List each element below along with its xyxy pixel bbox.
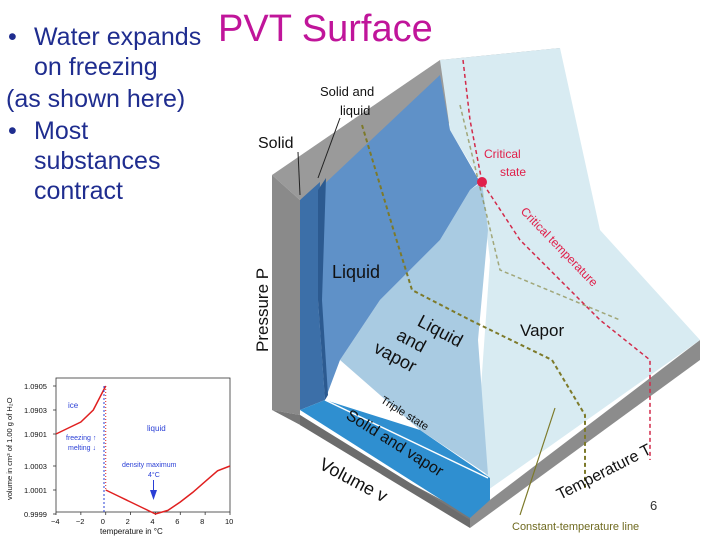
critical-temperature-line — [462, 59, 651, 460]
region-vapor — [440, 48, 700, 490]
inset-x-tick-label: 8 — [200, 517, 204, 526]
inset-x-tick-label: −2 — [76, 517, 85, 526]
bullet-item: (as shown here) — [6, 84, 211, 114]
inset-y-tick-label: 1.0905 — [24, 382, 47, 391]
inset-label-ice: ice — [68, 401, 79, 410]
inset-x-tick-label: 4 — [150, 517, 154, 526]
region-solid-liquid — [318, 178, 328, 400]
constant-temperature-line — [361, 124, 586, 490]
label-solid-liquid: Solid and — [320, 84, 374, 99]
pvt-surface-diagram: Solid and liquid Solid Critical state Cr… — [253, 48, 700, 533]
label-solid: Solid — [258, 135, 294, 152]
inset-label-density-max-temp: 4°C — [148, 471, 160, 479]
region-liquid-vapor — [340, 182, 488, 475]
inset-y-tick-label: 0.9999 — [24, 510, 47, 519]
critical-point — [477, 177, 487, 187]
bullet-dot-icon: • — [8, 117, 17, 145]
slide-title: PVT Surface — [218, 8, 433, 50]
bullet-text: Most substances contract — [34, 117, 161, 205]
label-liquid: Liquid — [332, 262, 380, 282]
inset-x-tick-label: 6 — [175, 517, 179, 526]
inset-x-tick-label: 2 — [126, 517, 130, 526]
inset-y-tick-label: 1.0003 — [24, 462, 47, 471]
bullet-dot-icon: • — [8, 23, 17, 51]
region-solid-vapor — [300, 400, 490, 518]
bullet-text: Water expands on freezing — [34, 23, 202, 81]
inset-y-tick-label: 1.0903 — [24, 406, 47, 415]
inset-axes: −4 −2 0 2 4 6 8 10 0.9999 1.0001 1.0003 1.0901 1.090… — [24, 377, 233, 526]
inset-series-ice — [55, 385, 107, 435]
constant-temperature-line — [459, 104, 621, 321]
solid-liquid-label-pointer — [317, 117, 341, 179]
inset-label-freezing: freezing ↑ — [66, 435, 96, 442]
inset-y-tick-label: 1.0901 — [24, 430, 47, 439]
axis-volume-label: Volume v — [316, 454, 391, 506]
inset-x-tick-label: 10 — [225, 517, 233, 526]
label-critical-state-2: state — [500, 165, 526, 179]
inset-x-axis-label: temperature in °C — [100, 527, 163, 536]
solid-label-pointer — [297, 151, 301, 196]
label-solid-liquid-2: liquid — [340, 103, 370, 118]
inset-plot-frame — [55, 377, 231, 513]
bullet-list: • Water expands on freezing (as shown he… — [6, 22, 211, 208]
axis-pressure-label: Pressure P — [253, 268, 272, 352]
surface-right-base — [470, 340, 700, 528]
inset-series-liquid — [105, 465, 231, 515]
label-vapor: Vapor — [520, 321, 564, 340]
region-liquid — [318, 75, 480, 400]
triple-state-line — [324, 399, 489, 479]
page-number: 6 — [650, 498, 658, 513]
inset-label-melting: melting ↓ — [68, 445, 96, 452]
density-max-arrow-icon — [150, 490, 157, 500]
surface-bottom-front — [300, 415, 470, 528]
surface-left-wall — [272, 175, 300, 415]
inset-y-axis-label: volume in cm³ of 1.00 g of H₂O — [5, 397, 14, 500]
inset-x-tick-label: 0 — [101, 517, 105, 526]
inset-y-tick-label: 1.0001 — [24, 486, 47, 495]
inset-label-liquid: liquid — [147, 424, 166, 433]
constant-line-pointer — [519, 407, 556, 516]
bullet-item: • Water expands on freezing — [6, 22, 211, 82]
label-constant-temperature-line: Constant-temperature line — [512, 521, 639, 533]
inset-label-density-max: density maximum — [122, 462, 177, 469]
label-critical-state: Critical — [484, 147, 521, 161]
bullet-item: • Most substances contract — [6, 116, 211, 206]
inset-lines — [55, 385, 231, 515]
inset-volume-temperature-chart: volume in cm³ of 1.00 g of H₂O temperatu… — [5, 377, 233, 536]
bullet-text: (as shown here) — [6, 85, 186, 113]
inset-x-tick-label: −4 — [51, 517, 60, 526]
